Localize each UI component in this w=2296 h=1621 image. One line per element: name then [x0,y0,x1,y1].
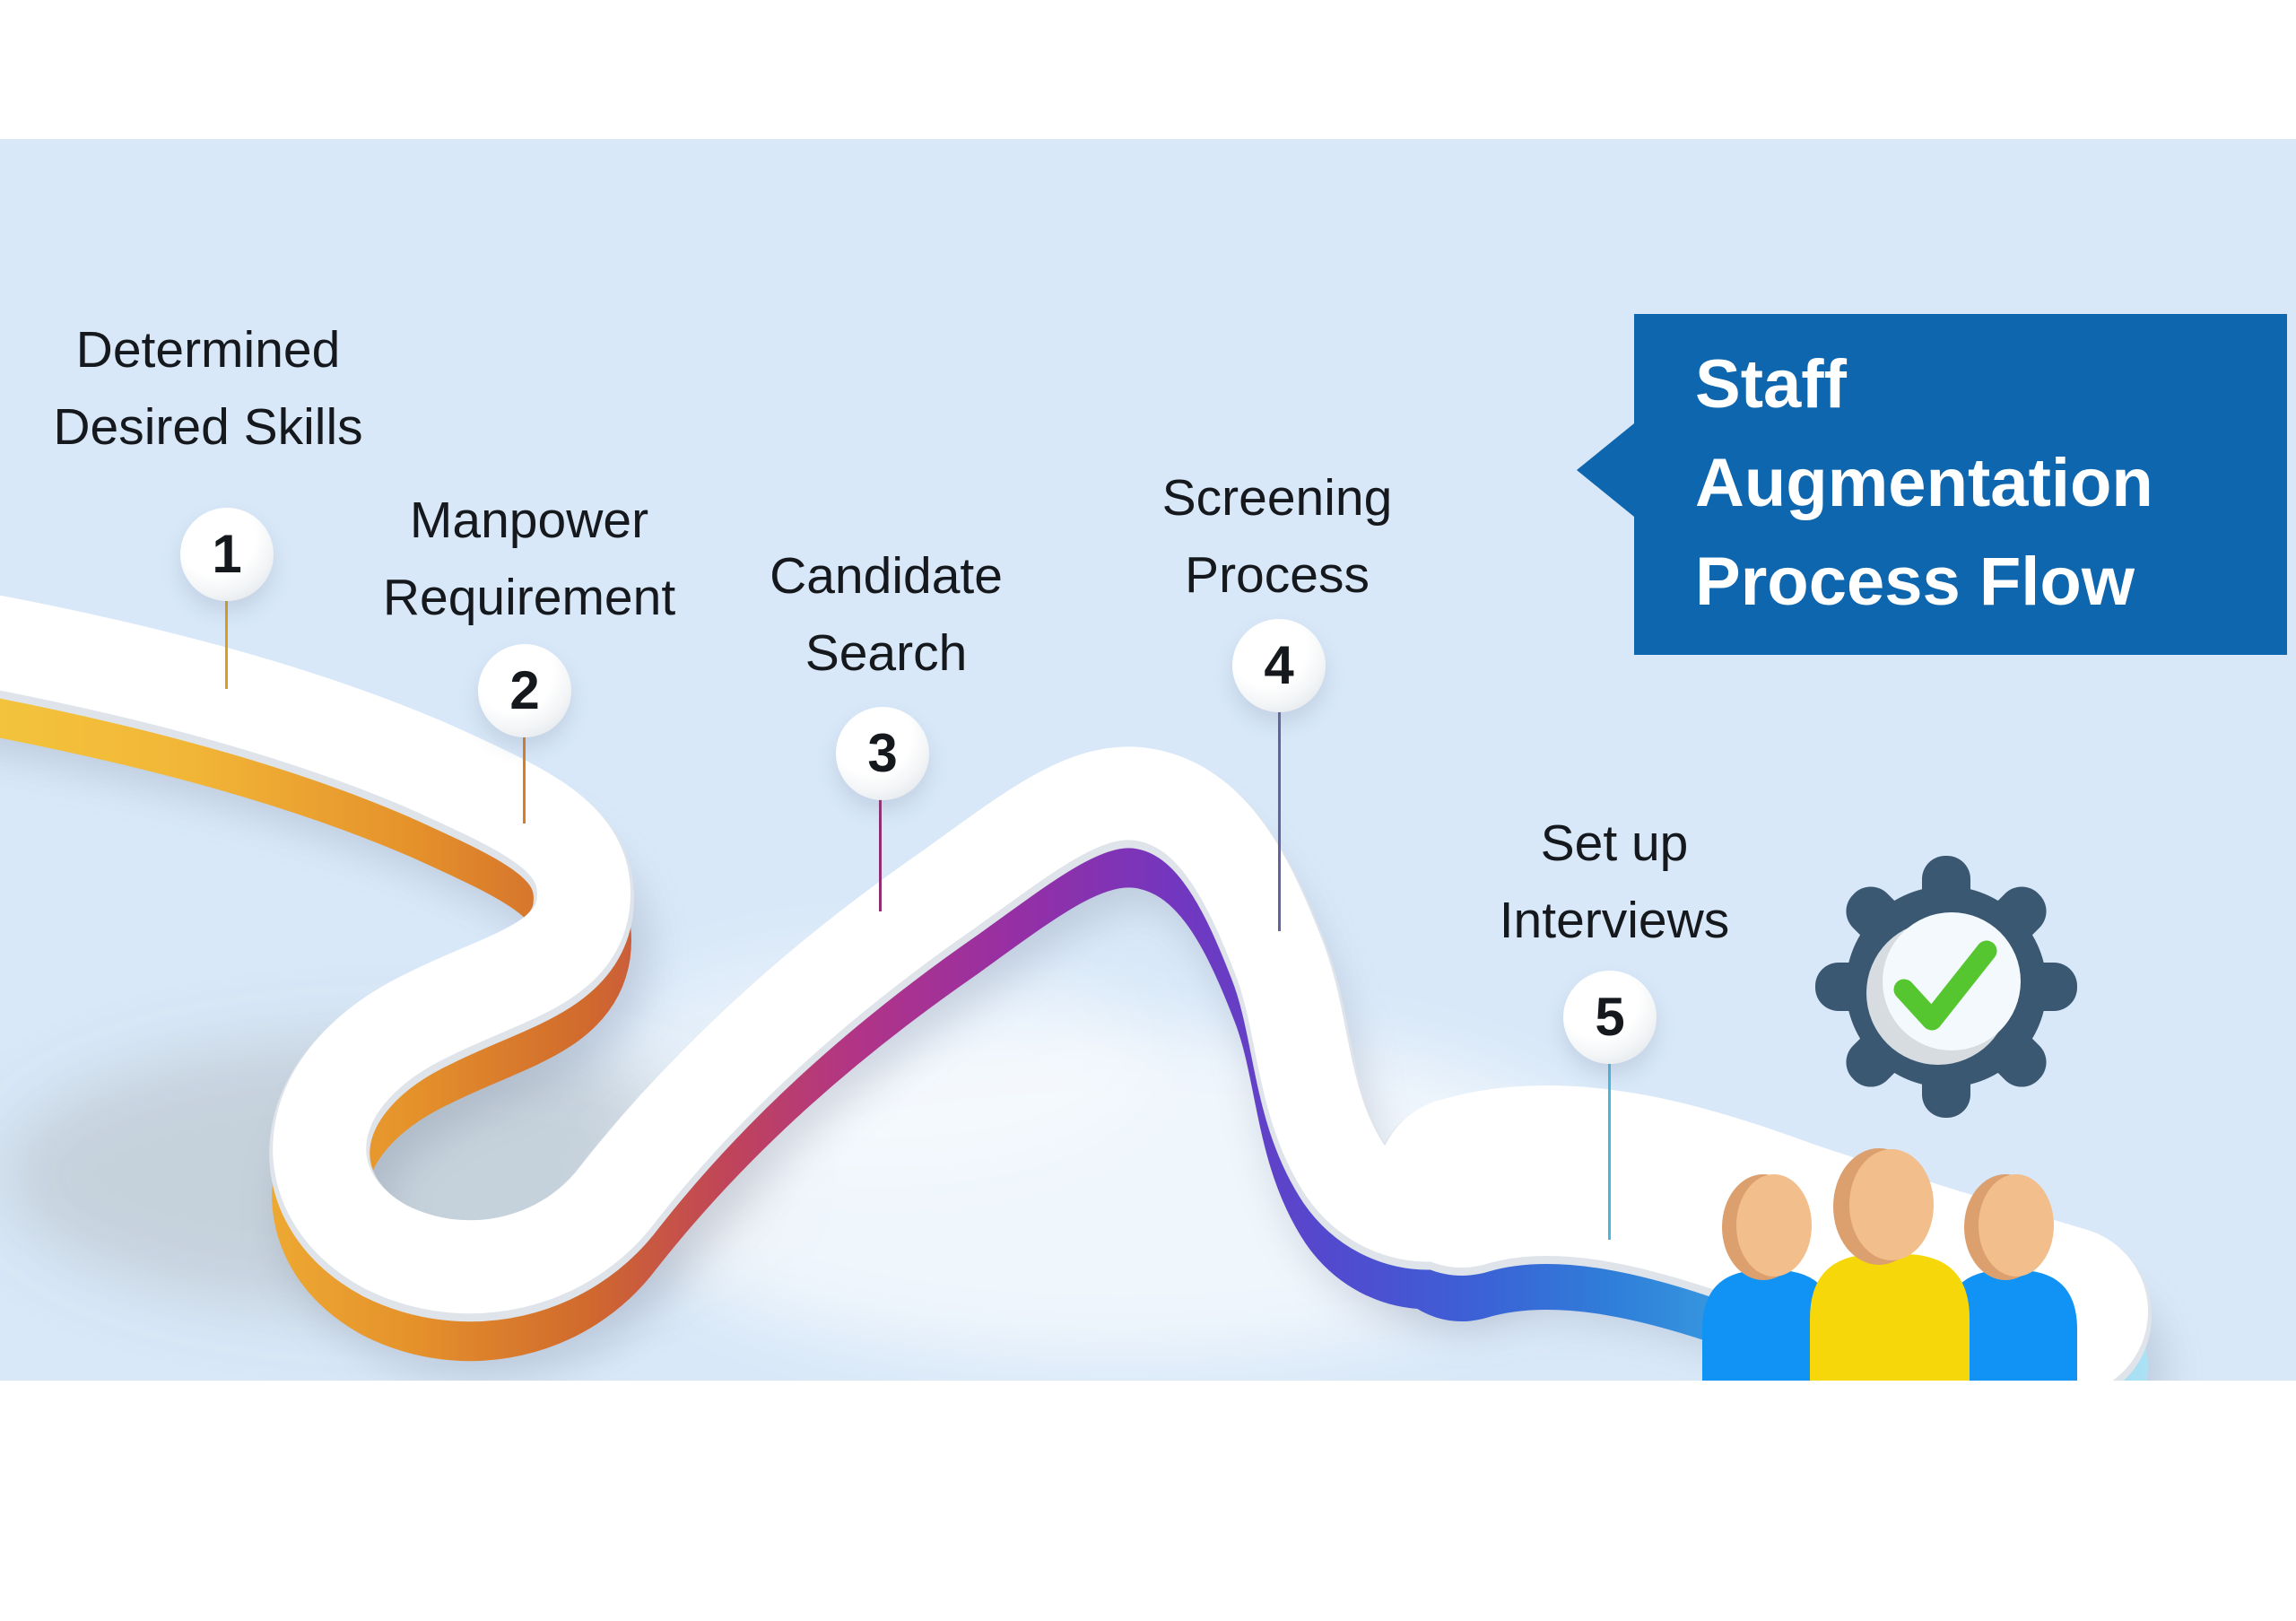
stem-5 [1608,1060,1611,1240]
step-label-1: Determined Desired Skills [0,311,495,466]
marker-5: 5 [1563,971,1657,1064]
step4-line1: Screening [1161,469,1393,527]
step2-line2: Requirement [382,569,676,626]
marker-4: 4 [1232,619,1326,712]
step2-line1: Manpower [409,492,649,549]
person-center [1810,1148,1970,1381]
marker-4-number: 4 [1264,635,1294,695]
stem-3 [879,795,882,911]
title-banner: Staff Augmentation Process Flow [1577,314,2287,655]
banner-title-line3: Process Flow [1695,544,2135,620]
content-area: Staff Augmentation Process Flow Determin… [0,139,2296,1381]
step3-line1: Candidate [770,547,1003,605]
stem-4 [1278,707,1281,931]
marker-5-number: 5 [1595,987,1625,1047]
marker-1: 1 [180,508,274,601]
step-label-4: Screening Process [990,459,1564,614]
people-icon [1702,1148,2077,1381]
step5-line2: Interviews [1499,892,1730,949]
marker-2-number: 2 [509,660,540,720]
marker-3: 3 [836,707,929,800]
banner-notch-icon [1577,423,1634,517]
stem-2 [523,734,526,824]
step-label-5: Set up Interviews [1327,805,1901,959]
person-left [1702,1174,1835,1381]
stem-1 [225,597,228,689]
step4-line2: Process [1185,546,1370,604]
marker-3-number: 3 [867,723,898,783]
person-right [1944,1174,2077,1381]
marker-1-number: 1 [212,524,242,584]
step3-line2: Search [804,624,968,682]
banner-title-line2: Augmentation [1695,445,2153,521]
gear-icon [1815,856,2077,1118]
step-label-2: Manpower Requirement [242,482,816,636]
step5-line1: Set up [1540,815,1689,872]
step1-line1: Determined [75,321,341,379]
checkmark-icon [1893,940,1997,1031]
step1-line2: Desired Skills [53,398,363,456]
banner-title-line1: Staff [1695,346,1847,423]
marker-2: 2 [478,644,571,737]
step-label-3: Candidate Search [599,537,1173,692]
banner-title: Staff Augmentation Process Flow [1695,336,2153,632]
